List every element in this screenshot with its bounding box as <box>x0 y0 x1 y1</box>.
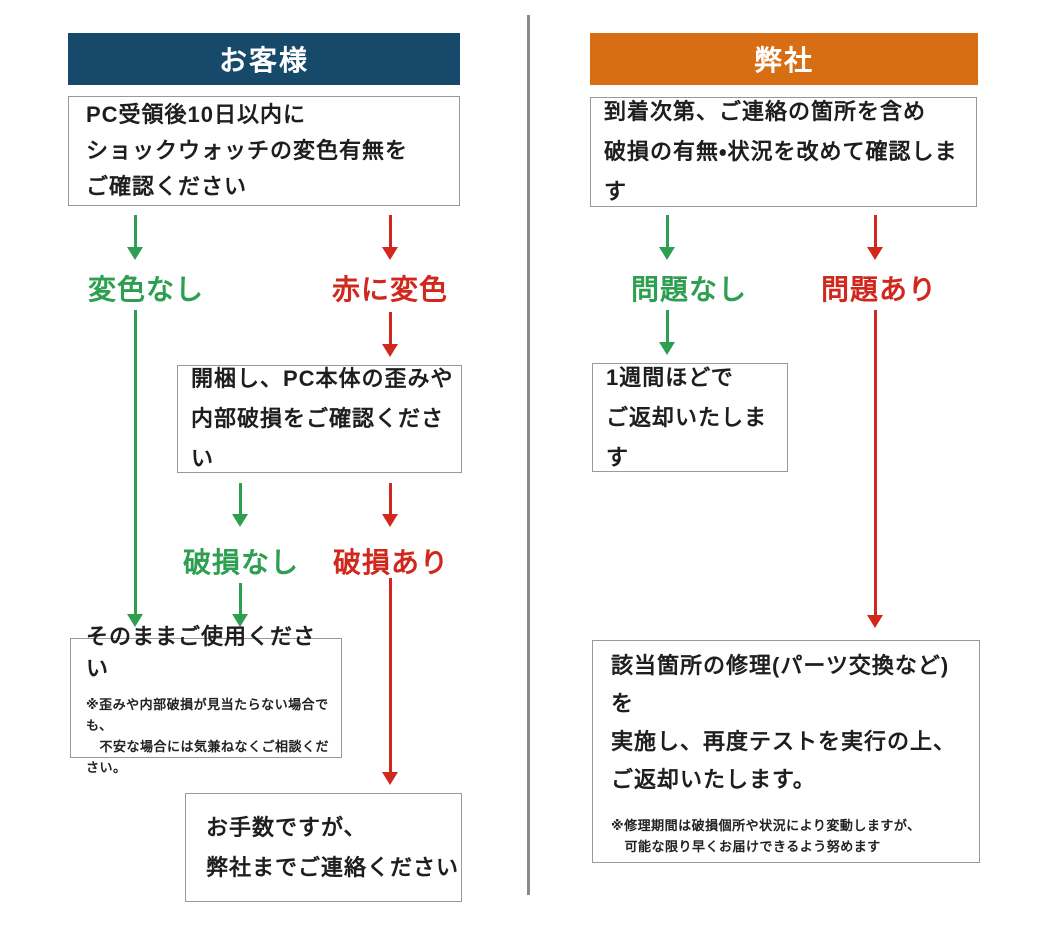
column-divider <box>527 15 530 895</box>
contact-us-text: お手数ですが、 弊社までご連絡ください <box>206 814 460 880</box>
use-as-is-note: ※歪みや内部破損が見当たらない場合でも、 不安な場合には気兼ねなくご相談ください… <box>86 696 330 775</box>
company-step1-box: 到着次第、ご連絡の箇所を含め 破損の有無・状況を改めて確認します <box>590 97 977 207</box>
company-step1-text: 到着次第、ご連絡の箇所を含め 破損の有無・状況を改めて確認します <box>604 99 958 204</box>
arrow-down-icon <box>867 310 883 628</box>
arrow-down-icon <box>127 215 143 260</box>
customer-contact-box: お手数ですが、 弊社までご連絡ください <box>185 793 462 902</box>
arrow-down-icon <box>232 483 248 527</box>
branch-label-no-damage: 破損なし <box>182 547 300 578</box>
customer-step2-box: 開梱し、PC本体の歪みや 内部破損をご確認ください <box>177 365 462 473</box>
use-as-is-text: そのままご使用ください <box>86 623 317 681</box>
branch-label-damaged: 破損あり <box>332 547 450 578</box>
customer-step2-text: 開梱し、PC本体の歪みや 内部破損をご確認ください <box>191 366 454 471</box>
branch-label-no-problem: 問題なし <box>630 274 748 305</box>
customer-step1-text: PC受領後10日以内に ショックウォッチの変色有無を ご確認ください <box>86 102 409 199</box>
arrow-down-icon <box>382 312 398 357</box>
customer-header-label: お客様 <box>218 45 309 76</box>
arrow-down-icon <box>127 310 143 627</box>
branch-label-no-discoloration: 変色なし <box>87 274 205 305</box>
arrow-down-icon <box>232 583 248 627</box>
customer-use-as-is-box: そのままご使用ください ※歪みや内部破損が見当たらない場合でも、 不安な場合には… <box>70 624 342 775</box>
customer-column-header: お客様 <box>68 33 460 85</box>
arrow-down-icon <box>382 578 398 785</box>
branch-label-turned-red: 赤に変色 <box>331 274 449 305</box>
arrow-down-icon <box>659 310 675 355</box>
return-ok-text: 1週間ほどで ご返却いたします <box>606 364 768 470</box>
arrow-down-icon <box>382 483 398 527</box>
repair-note: ※修理期間は破損個所や状況により変動しますが、 可能な限り早くお届けできるよう努… <box>611 817 921 854</box>
company-repair-box: 該当箇所の修理(パーツ交換など)を 実施し、再度テストを実行の上、 ご返却いたし… <box>592 640 980 863</box>
arrow-down-icon <box>382 215 398 260</box>
company-column-header: 弊社 <box>590 33 978 85</box>
company-return-box: 1週間ほどで ご返却いたします <box>592 363 788 472</box>
arrow-down-icon <box>659 215 675 260</box>
repair-text: 該当箇所の修理(パーツ交換など)を 実施し、再度テストを実行の上、 ご返却いたし… <box>611 652 957 792</box>
arrow-down-icon <box>867 215 883 260</box>
company-header-label: 弊社 <box>753 45 814 76</box>
customer-step1-box: PC受領後10日以内に ショックウォッチの変色有無を ご確認ください <box>68 96 460 206</box>
branch-label-problem: 問題あり <box>820 274 938 305</box>
